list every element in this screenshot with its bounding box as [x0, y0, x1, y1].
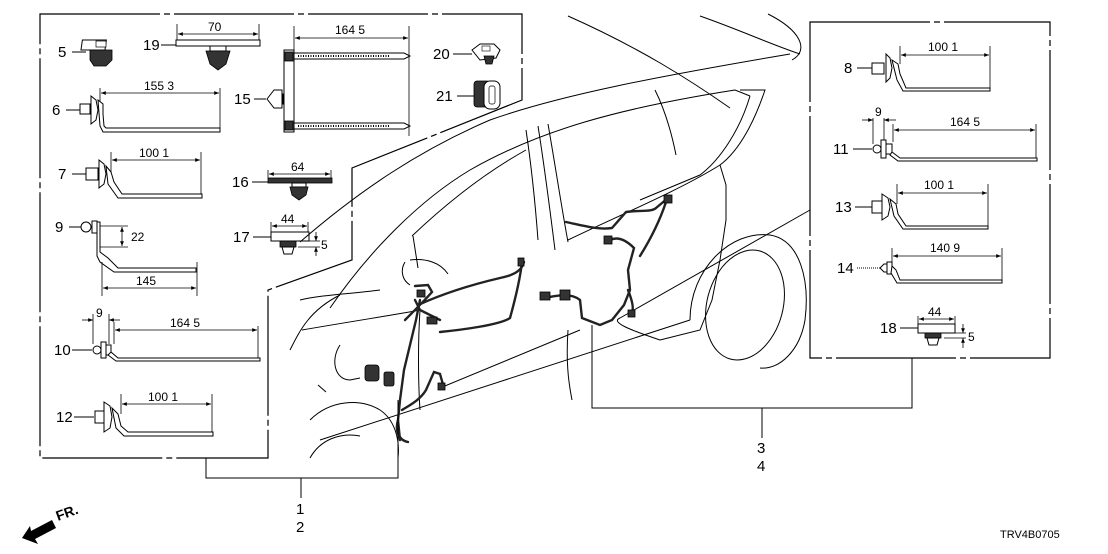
ref-label-3: 3 — [757, 440, 765, 457]
part-7-strap[interactable]: 7 100 1 — [58, 146, 203, 199]
vehicle-body-outline — [289, 13, 811, 459]
part-label-19: 19 — [143, 37, 160, 54]
front-direction-label: FR. — [54, 501, 81, 524]
diagram-code: TRV4B0705 — [1000, 529, 1060, 541]
part-label-5: 5 — [58, 44, 66, 61]
part-label-16: 16 — [232, 174, 249, 191]
part-label-9: 9 — [55, 219, 63, 236]
callout-bracket-3-4: 3 4 — [591, 325, 913, 475]
dimension-9: 145 — [136, 274, 156, 288]
dimension-18-height: 5 — [968, 330, 975, 344]
dimension-6: 155 3 — [144, 79, 174, 93]
part-8-strap[interactable]: 8 100 1 — [844, 40, 991, 92]
part-label-6: 6 — [52, 102, 60, 119]
front-door-harness[interactable] — [364, 257, 526, 444]
part-14-strap[interactable]: 14 140 9 — [837, 241, 1003, 284]
dimension-14: 140 9 — [930, 241, 960, 255]
dimension-10: 164 5 — [170, 316, 200, 330]
part-label-21: 21 — [436, 88, 453, 105]
part-16-clip[interactable]: 16 64 — [232, 160, 333, 201]
part-label-15: 15 — [234, 91, 251, 108]
rear-door-harness[interactable] — [539, 194, 673, 327]
ref-label-2: 2 — [296, 519, 304, 536]
part-20-clip[interactable]: 20 — [433, 43, 501, 65]
dimension-18: 44 — [928, 305, 942, 319]
part-label-18: 18 — [880, 320, 897, 337]
dimension-11-offset: 9 — [875, 105, 882, 119]
dimension-16: 64 — [291, 160, 305, 174]
part-17-clip[interactable]: 17 44 5 — [233, 212, 328, 256]
part-label-20: 20 — [433, 46, 450, 63]
part-12-strap[interactable]: 12 100 1 — [56, 390, 214, 437]
dimension-15: 164 5 — [335, 23, 365, 37]
part-19-clip[interactable]: 19 70 — [143, 20, 261, 71]
part-13-strap[interactable]: 13 100 1 — [835, 178, 989, 230]
part-label-7: 7 — [58, 166, 66, 183]
ref-label-4: 4 — [757, 458, 765, 475]
part-18-clip[interactable]: 18 44 5 — [880, 305, 975, 348]
front-direction-arrow-icon: FR. — [22, 501, 80, 544]
part-label-17: 17 — [233, 229, 250, 246]
dimension-17: 44 — [281, 212, 295, 226]
part-9-strap[interactable]: 9 22 145 — [55, 219, 198, 296]
part-21-grommet[interactable]: 21 — [436, 80, 501, 110]
part-label-8: 8 — [844, 60, 852, 77]
dimension-12: 100 1 — [148, 390, 178, 404]
dimension-9-height: 22 — [131, 230, 145, 244]
part-10-strap[interactable]: 10 9 164 5 — [54, 306, 261, 362]
dimension-17-height: 5 — [321, 238, 328, 252]
part-6-strap[interactable]: 6 155 3 — [52, 79, 221, 133]
part-label-10: 10 — [54, 342, 71, 359]
dimension-11: 164 5 — [950, 115, 980, 129]
left-group-frame — [39, 13, 523, 459]
part-11-strap[interactable]: 11 9 164 5 — [833, 105, 1038, 162]
ref-label-1: 1 — [296, 501, 304, 518]
dimension-13: 100 1 — [924, 178, 954, 192]
part-5-clip[interactable]: 5 — [58, 39, 113, 67]
callout-bracket-1-2: 1 2 — [205, 400, 399, 536]
dimension-7: 100 1 — [139, 146, 169, 160]
dimension-10-offset: 9 — [96, 306, 103, 320]
part-15-tie[interactable]: 15 164 5 — [234, 23, 412, 136]
dimension-8: 100 1 — [928, 40, 958, 54]
part-label-11: 11 — [833, 141, 849, 158]
dimension-19: 70 — [208, 20, 222, 34]
part-label-13: 13 — [835, 199, 852, 216]
right-group-frame — [809, 21, 1051, 359]
part-label-14: 14 — [837, 260, 854, 277]
part-label-12: 12 — [56, 409, 73, 426]
